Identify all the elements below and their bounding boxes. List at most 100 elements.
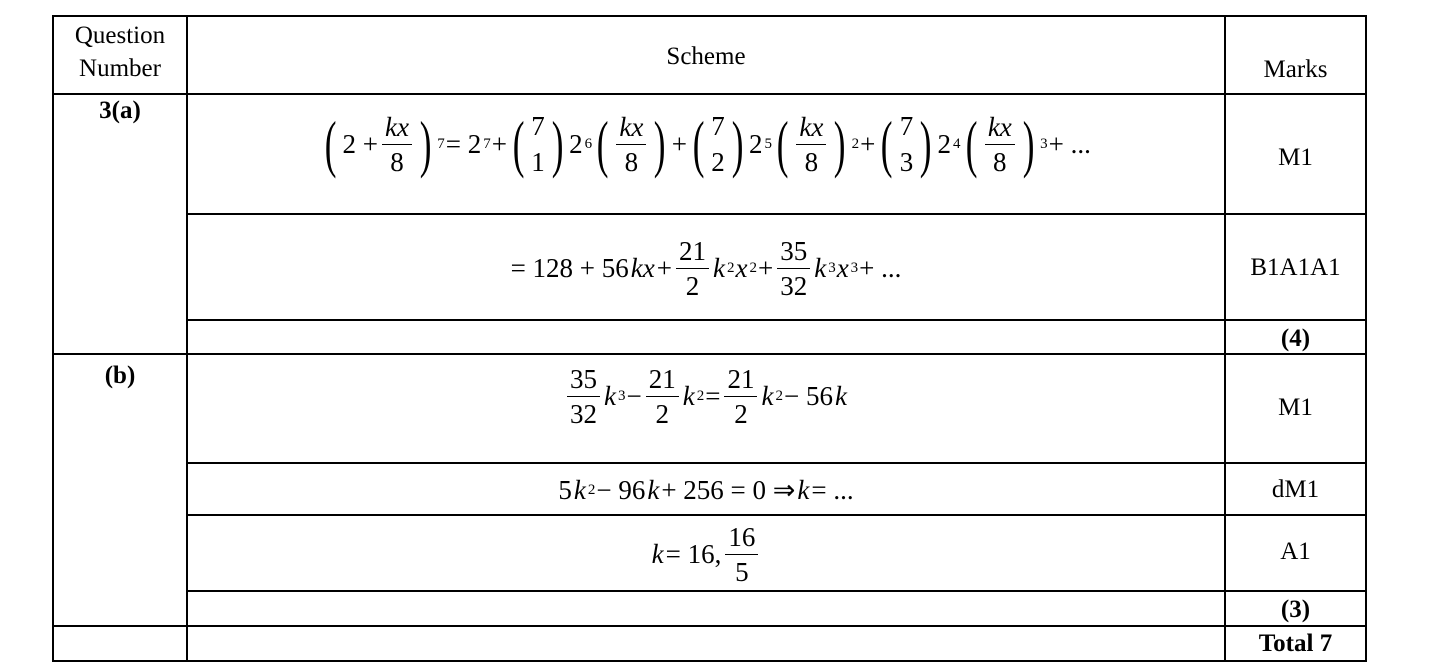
row-divider xyxy=(187,319,1367,321)
math-variable: k xyxy=(604,380,617,411)
math-variable: k xyxy=(797,474,810,505)
numerator: 21 xyxy=(724,362,758,397)
math-text: = 16, xyxy=(665,538,722,569)
numerator: 21 xyxy=(645,362,679,397)
denominator: 8 xyxy=(804,146,819,177)
exponent: 2 xyxy=(851,135,860,152)
math-text: = 2 xyxy=(445,128,482,159)
exponent: 6 xyxy=(584,135,593,152)
math-text: + xyxy=(860,128,876,159)
numerator: 21 xyxy=(676,234,709,269)
denominator: 8 xyxy=(624,146,639,177)
numerator: kx xyxy=(984,110,1015,145)
math-text: 5 xyxy=(558,474,572,505)
mark-a1: A1 xyxy=(1280,538,1311,565)
column-divider xyxy=(186,15,188,662)
table-border-bottom xyxy=(53,660,1367,662)
math-text: − 96 xyxy=(596,474,646,505)
math-text: + xyxy=(757,252,774,283)
math-text: − xyxy=(626,380,642,411)
large-parenthesis: ( xyxy=(776,108,789,179)
denominator: 8 xyxy=(390,146,404,177)
math-text: 2 + xyxy=(342,128,378,159)
denominator: 32 xyxy=(570,398,598,429)
math-text: + 256 = 0 ⇒ xyxy=(661,474,796,505)
subtotal-a: (4) xyxy=(1280,325,1311,352)
large-parenthesis: ( xyxy=(324,108,337,179)
binom-bottom: 2 xyxy=(711,147,725,177)
header-question-line2: Number xyxy=(79,55,161,82)
math-variable: k xyxy=(834,380,847,411)
exponent: 3 xyxy=(1040,135,1048,152)
exponent: 2 xyxy=(726,259,735,276)
binom-bottom: 3 xyxy=(899,147,914,177)
math-text: + xyxy=(671,128,687,159)
exponent: 2 xyxy=(587,481,596,498)
exponent: 2 xyxy=(749,259,757,276)
row-divider xyxy=(53,353,1367,355)
exponent: 2 xyxy=(696,387,705,404)
math-variable: k xyxy=(761,380,774,411)
total-marks: Total 7 xyxy=(1258,630,1333,657)
math-text: + xyxy=(656,252,672,283)
exponent: 7 xyxy=(437,135,445,152)
column-divider xyxy=(1224,15,1226,662)
binom-bottom: 1 xyxy=(531,147,545,177)
header-marks: Marks xyxy=(1263,56,1328,83)
exponent: 2 xyxy=(775,387,783,404)
math-variable: k xyxy=(651,538,664,569)
large-parenthesis: ) xyxy=(1022,108,1035,179)
math-variable: k xyxy=(682,380,695,411)
denominator: 2 xyxy=(734,398,748,429)
binom-top: 7 xyxy=(899,111,914,141)
numerator: kx xyxy=(381,110,412,145)
math-text: + ... xyxy=(859,252,902,283)
binom-top: 7 xyxy=(531,111,545,141)
mark-m1: M1 xyxy=(1278,394,1313,421)
exponent: 7 xyxy=(483,135,491,152)
large-parenthesis: ) xyxy=(654,108,666,179)
large-parenthesis: ( xyxy=(881,108,893,179)
question-label-b: (b) xyxy=(104,362,136,389)
math-variable: k xyxy=(814,252,827,283)
math-text: + xyxy=(491,128,507,159)
row-divider xyxy=(53,93,1367,95)
math-text: = xyxy=(705,380,721,411)
table-border-right xyxy=(1365,15,1367,662)
large-parenthesis: ) xyxy=(731,108,744,179)
math-variable: x xyxy=(735,252,748,283)
numerator: kx xyxy=(616,110,647,145)
exponent: 4 xyxy=(953,135,961,152)
table-border-top xyxy=(53,15,1367,17)
header-scheme: Scheme xyxy=(666,43,746,70)
row-divider xyxy=(187,590,1367,592)
large-parenthesis: ( xyxy=(965,108,978,179)
subtotal-b: (3) xyxy=(1280,596,1311,623)
large-parenthesis: ) xyxy=(551,108,564,179)
denominator: 8 xyxy=(993,146,1007,177)
math-variable: x xyxy=(836,252,849,283)
math-text: = 128 + 56 xyxy=(510,252,629,283)
table-border-left xyxy=(52,15,54,662)
math-text: 2 xyxy=(937,128,952,159)
math-text: − 56 xyxy=(783,380,833,411)
large-parenthesis: ) xyxy=(834,108,846,179)
denominator: 2 xyxy=(655,398,670,429)
numerator: 35 xyxy=(777,234,811,269)
large-parenthesis: ( xyxy=(692,108,705,179)
denominator: 32 xyxy=(780,270,808,301)
